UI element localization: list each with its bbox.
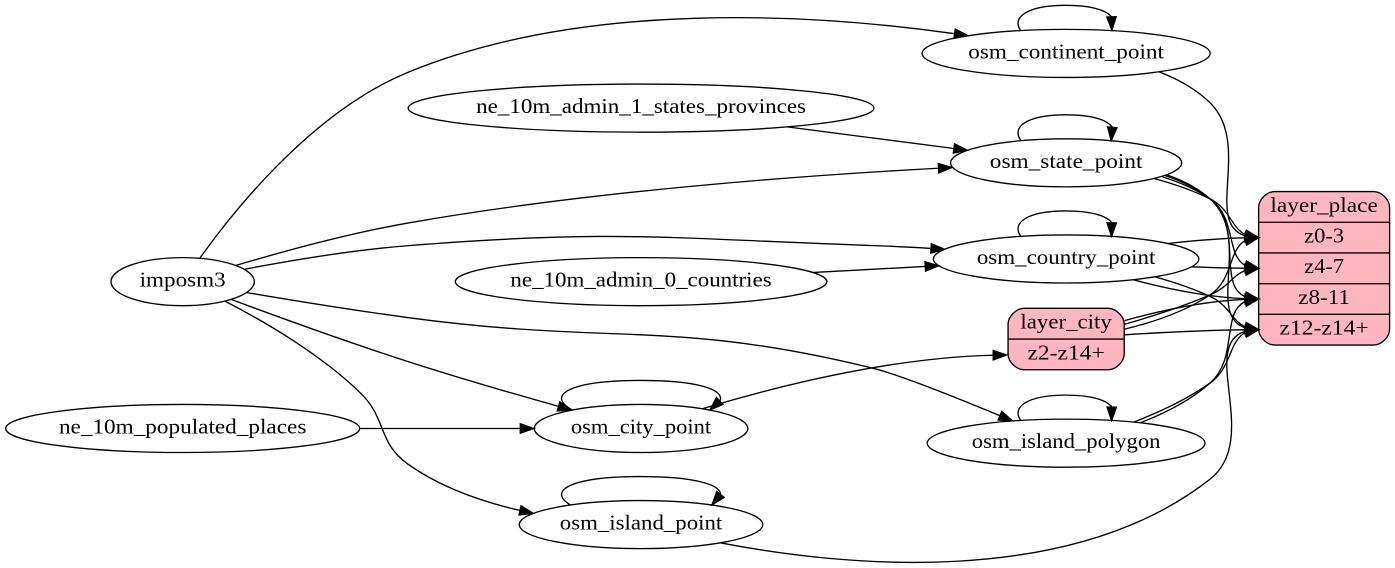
svg-text:z0-3: z0-3 bbox=[1304, 224, 1344, 248]
svg-text:osm_continent_point: osm_continent_point bbox=[968, 39, 1164, 63]
svg-text:osm_island_point: osm_island_point bbox=[560, 511, 723, 535]
svg-text:z8-11: z8-11 bbox=[1298, 285, 1350, 309]
svg-text:ne_10m_admin_0_countries: ne_10m_admin_0_countries bbox=[510, 268, 771, 292]
svg-text:z4-7: z4-7 bbox=[1304, 254, 1344, 278]
svg-text:osm_island_polygon: osm_island_polygon bbox=[972, 429, 1161, 453]
svg-text:layer_city: layer_city bbox=[1020, 310, 1112, 334]
svg-text:imposm3: imposm3 bbox=[140, 268, 226, 292]
svg-text:ne_10m_populated_places: ne_10m_populated_places bbox=[59, 415, 306, 439]
svg-text:ne_10m_admin_1_states_province: ne_10m_admin_1_states_provinces bbox=[476, 94, 806, 118]
svg-text:z2-z14+: z2-z14+ bbox=[1028, 340, 1105, 364]
svg-text:z12-z14+: z12-z14+ bbox=[1280, 316, 1369, 340]
svg-text:osm_country_point: osm_country_point bbox=[977, 245, 1156, 269]
svg-text:osm_city_point: osm_city_point bbox=[571, 415, 712, 439]
svg-text:layer_place: layer_place bbox=[1270, 193, 1377, 217]
svg-text:osm_state_point: osm_state_point bbox=[990, 149, 1143, 173]
